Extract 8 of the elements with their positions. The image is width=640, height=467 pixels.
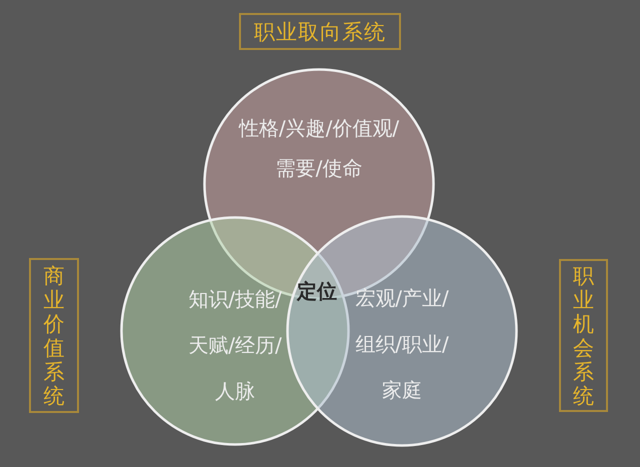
circle-text: 性格/兴趣/价值观/需要/使命	[238, 115, 400, 182]
venn-circle	[286, 215, 518, 447]
circle-text: 宏观/产业/组织/职业/家庭	[354, 285, 450, 404]
framed-heading: 职业取向系统	[239, 13, 401, 50]
framed-heading: 商业价值系统	[29, 258, 79, 413]
overlap-label: 定位	[297, 278, 337, 305]
circle-text: 知识/技能/天赋/经历/人脉	[187, 286, 283, 405]
framed-heading: 职业机会系统	[559, 259, 608, 412]
